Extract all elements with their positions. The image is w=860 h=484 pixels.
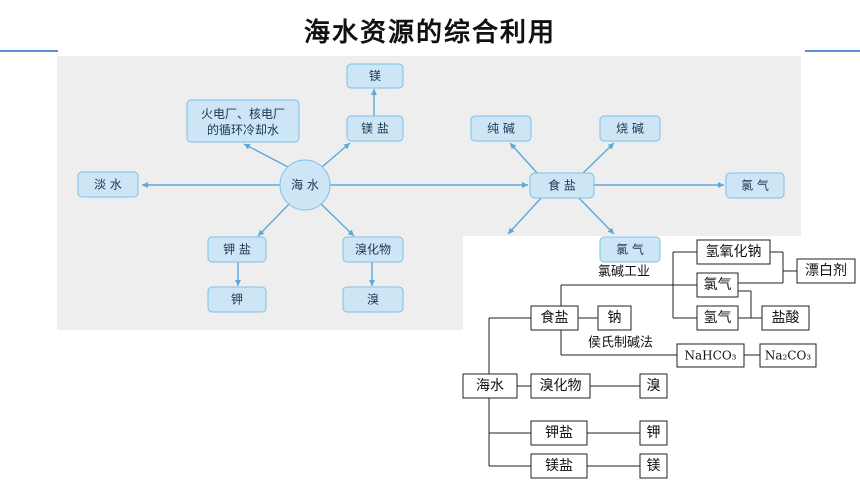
- tree-nahco3-label: NaHCO₃: [685, 349, 737, 363]
- tree-node-bleach: 漂白剂: [796, 258, 856, 284]
- node-bromide: 溴化物: [342, 236, 404, 263]
- chlor-alkali-label: 氯碱工业: [598, 265, 650, 280]
- node-caustic-soda: 烧 碱: [599, 115, 661, 142]
- node-cl2-right: 氯 气: [725, 172, 785, 199]
- node-cooling-label-1: 火电厂、核电厂: [201, 107, 285, 121]
- arrow-seawater-bromide: [319, 202, 355, 237]
- arrow-salt-soda: [509, 142, 539, 175]
- node-cl2-lower: 氯 气: [599, 236, 661, 263]
- node-br-label: 溴: [367, 293, 379, 307]
- tree-node-h2: 氢气: [696, 305, 739, 331]
- node-mg-salt-label: 镁 盐: [361, 122, 389, 136]
- node-k-label: 钾: [231, 293, 243, 307]
- title-rule-right: [805, 50, 860, 52]
- arrow-seawater-mgsalt: [321, 142, 351, 168]
- tree-node-na: 钠: [597, 305, 632, 331]
- tree-br-label: 溴: [647, 378, 661, 394]
- node-k-salt-label: 钾 盐: [223, 243, 251, 257]
- node-seawater: 海 水: [279, 159, 331, 211]
- node-k-salt: 钾 盐: [207, 236, 267, 263]
- tree-node-salt: 食盐: [530, 305, 579, 331]
- tree-node-k: 钾: [639, 420, 668, 446]
- node-soda-ash-label: 纯 碱: [487, 122, 515, 136]
- node-mg-salt: 镁 盐: [346, 115, 404, 142]
- tree-node-mg: 镁: [639, 453, 668, 479]
- node-bromide-label: 溴化物: [355, 243, 391, 257]
- node-mg: 镁: [346, 63, 404, 89]
- tree-node-na2co3: Na₂CO₃: [759, 343, 817, 368]
- tree-na-label: 钠: [608, 310, 622, 326]
- tree-lines: [488, 251, 797, 467]
- node-cl2-right-label: 氯 气: [741, 178, 769, 193]
- tree-bromide-label: 溴化物: [540, 378, 582, 394]
- node-soda-ash: 纯 碱: [470, 115, 532, 142]
- hou-process-label: 侯氏制碱法: [588, 336, 653, 351]
- node-caustic-soda-label: 烧 碱: [616, 122, 644, 136]
- tree-naoh-label: 氢氧化钠: [706, 244, 762, 260]
- tree-cl2-label: 氯气: [704, 277, 732, 293]
- tree-na2co3-label: Na₂CO₃: [765, 349, 811, 363]
- node-salt-label: 食 盐: [548, 178, 576, 193]
- tree-node-bromide: 溴化物: [530, 373, 591, 399]
- node-fresh-water: 淡 水: [77, 171, 139, 198]
- node-fresh-water-label: 淡 水: [94, 178, 122, 192]
- arrow-salt-na: [507, 196, 543, 235]
- node-cl2-lower-label: 氯 气: [616, 242, 644, 257]
- tree-node-nahco3: NaHCO₃: [676, 343, 745, 368]
- tree-node-br: 溴: [639, 373, 668, 399]
- tree-node-hcl: 盐酸: [761, 305, 810, 331]
- diagram1-arrows: [142, 89, 724, 286]
- node-salt: 食 盐: [529, 172, 595, 199]
- node-br: 溴: [342, 286, 404, 313]
- tree-h2-label: 氢气: [704, 310, 732, 326]
- tree-node-mg-salt: 镁盐: [530, 453, 588, 479]
- node-k: 钾: [207, 286, 267, 313]
- node-cooling-label-2: 的循环冷却水: [207, 122, 279, 137]
- node-cooling-water: 火电厂、核电厂 的循环冷却水: [186, 99, 300, 143]
- tree-mg-salt-label: 镁盐: [545, 458, 573, 474]
- title-rule-left: [0, 50, 58, 52]
- tree-seawater-label: 海水: [476, 378, 504, 394]
- node-seawater-label: 海 水: [291, 177, 319, 192]
- tree-node-seawater: 海水: [462, 373, 518, 399]
- arrow-seawater-ksalt: [257, 202, 291, 237]
- arrow-seawater-cooling: [243, 143, 289, 168]
- tree-bleach-label: 漂白剂: [805, 263, 847, 279]
- arrow-salt-caustic: [581, 142, 615, 175]
- tree-node-cl2: 氯气: [696, 272, 739, 298]
- tree-hcl-label: 盐酸: [772, 310, 800, 326]
- tree-salt-label: 食盐: [541, 309, 569, 326]
- tree-k-label: 钾: [647, 425, 661, 441]
- tree-node-naoh: 氢氧化钠: [696, 239, 771, 265]
- arrow-salt-cl2-lower: [577, 196, 615, 235]
- tree-mg-label: 镁: [647, 458, 661, 474]
- tree-k-salt-label: 钾盐: [545, 425, 573, 441]
- tree-node-k-salt: 钾盐: [530, 420, 588, 446]
- page-title: 海水资源的综合利用: [303, 18, 556, 48]
- node-mg-label: 镁: [369, 69, 381, 83]
